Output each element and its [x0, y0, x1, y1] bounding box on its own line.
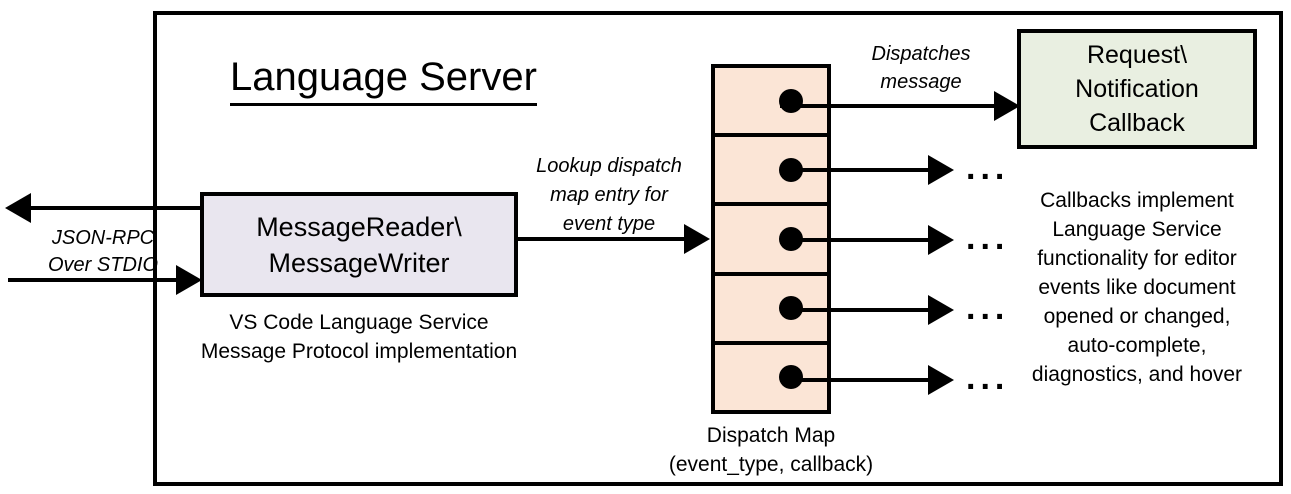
- lookup-label-line2: map entry for: [550, 184, 668, 206]
- lookup-label-line1: Lookup dispatch: [536, 155, 682, 177]
- callback-caption-line4: events like document: [1038, 276, 1236, 299]
- dispatch-row-4-arrow-head-icon: [928, 295, 954, 325]
- lookup-dispatch-label: Lookup dispatch map entry for event type: [516, 152, 702, 239]
- message-box-caption-line1: VS Code Language Service: [229, 311, 489, 334]
- message-box-caption: VS Code Language Service Message Protoco…: [178, 308, 540, 366]
- callback-box-caption: Callbacks implement Language Service fun…: [1011, 186, 1263, 389]
- dispatch-map-caption-line2: (event_type, callback): [668, 453, 874, 476]
- callback-caption-line3: functionality for editor: [1037, 247, 1237, 270]
- callback-caption-line2: Language Service: [1052, 218, 1222, 241]
- dispatch-row-5-arrow-line: [780, 378, 930, 382]
- inbound-arrow-line: [8, 278, 180, 282]
- dispatch-row-4-arrow-line: [780, 308, 930, 312]
- dispatch-row-3-arrow-head-icon: [928, 225, 954, 255]
- entry-dot-icon: [779, 88, 803, 113]
- dispatch-row-3-arrow-line: [780, 238, 930, 242]
- lookup-label-line3: event type: [562, 213, 656, 235]
- jsonrpc-label-line1: JSON-RPC: [51, 227, 155, 249]
- page-title: Language Server: [230, 52, 537, 106]
- callback-caption-line1: Callbacks implement: [1040, 189, 1234, 212]
- callback-box-line2: Notification: [1075, 75, 1199, 103]
- lookup-arrow-head-icon: [684, 224, 710, 254]
- callback-caption-line5: opened or changed,: [1043, 305, 1231, 328]
- callback-box-line1: Request\: [1086, 41, 1188, 69]
- dispatch-row-5-ellipsis: ...: [966, 359, 1010, 397]
- outbound-arrow-line: [30, 206, 202, 210]
- callback-caption-line6: auto-complete,: [1067, 334, 1207, 357]
- dispatch-row-3-ellipsis: ...: [966, 219, 1010, 257]
- table-row[interactable]: [715, 344, 827, 411]
- message-box-line1: MessageReader\: [256, 211, 462, 242]
- dispatch-row-2-arrow-head-icon: [928, 155, 954, 185]
- request-notification-callback-box[interactable]: Request\ Notification Callback: [1017, 29, 1257, 149]
- dispatch-row-5-arrow-head-icon: [928, 365, 954, 395]
- dispatch-row-2-ellipsis: ...: [966, 149, 1010, 187]
- message-box-caption-line2: Message Protocol implementation: [200, 340, 518, 363]
- dispatches-message-label: Dispatches message: [836, 40, 1006, 96]
- outbound-arrow-head-icon: [5, 193, 31, 223]
- callback-caption-line7: diagnostics, and hover: [1031, 363, 1243, 386]
- inbound-arrow-head-icon: [176, 265, 202, 295]
- table-row[interactable]: [715, 68, 827, 138]
- jsonrpc-label: JSON-RPC Over STDIO: [28, 225, 178, 279]
- dispatches-label-line1: Dispatches: [871, 43, 971, 65]
- callback-box-line3: Callback: [1089, 109, 1185, 137]
- dispatch-row-4-ellipsis: ...: [966, 289, 1010, 327]
- dispatch-row-1-arrow-head-icon: [994, 91, 1020, 121]
- message-box-line2: MessageWriter: [268, 247, 450, 278]
- dispatch-map-caption-line1: Dispatch Map: [706, 424, 836, 447]
- dispatch-map-caption: Dispatch Map (event_type, callback): [640, 421, 902, 479]
- entry-dot-icon: [779, 365, 803, 390]
- dispatches-label-line2: message: [880, 71, 962, 93]
- jsonrpc-label-line2: Over STDIO: [47, 254, 158, 276]
- lookup-arrow-line: [518, 237, 686, 241]
- language-server-boundary: [153, 11, 1283, 486]
- dispatch-row-1-arrow-line: [780, 104, 996, 108]
- dispatch-row-2-arrow-line: [780, 168, 930, 172]
- message-reader-writer-box[interactable]: MessageReader\ MessageWriter: [200, 192, 518, 297]
